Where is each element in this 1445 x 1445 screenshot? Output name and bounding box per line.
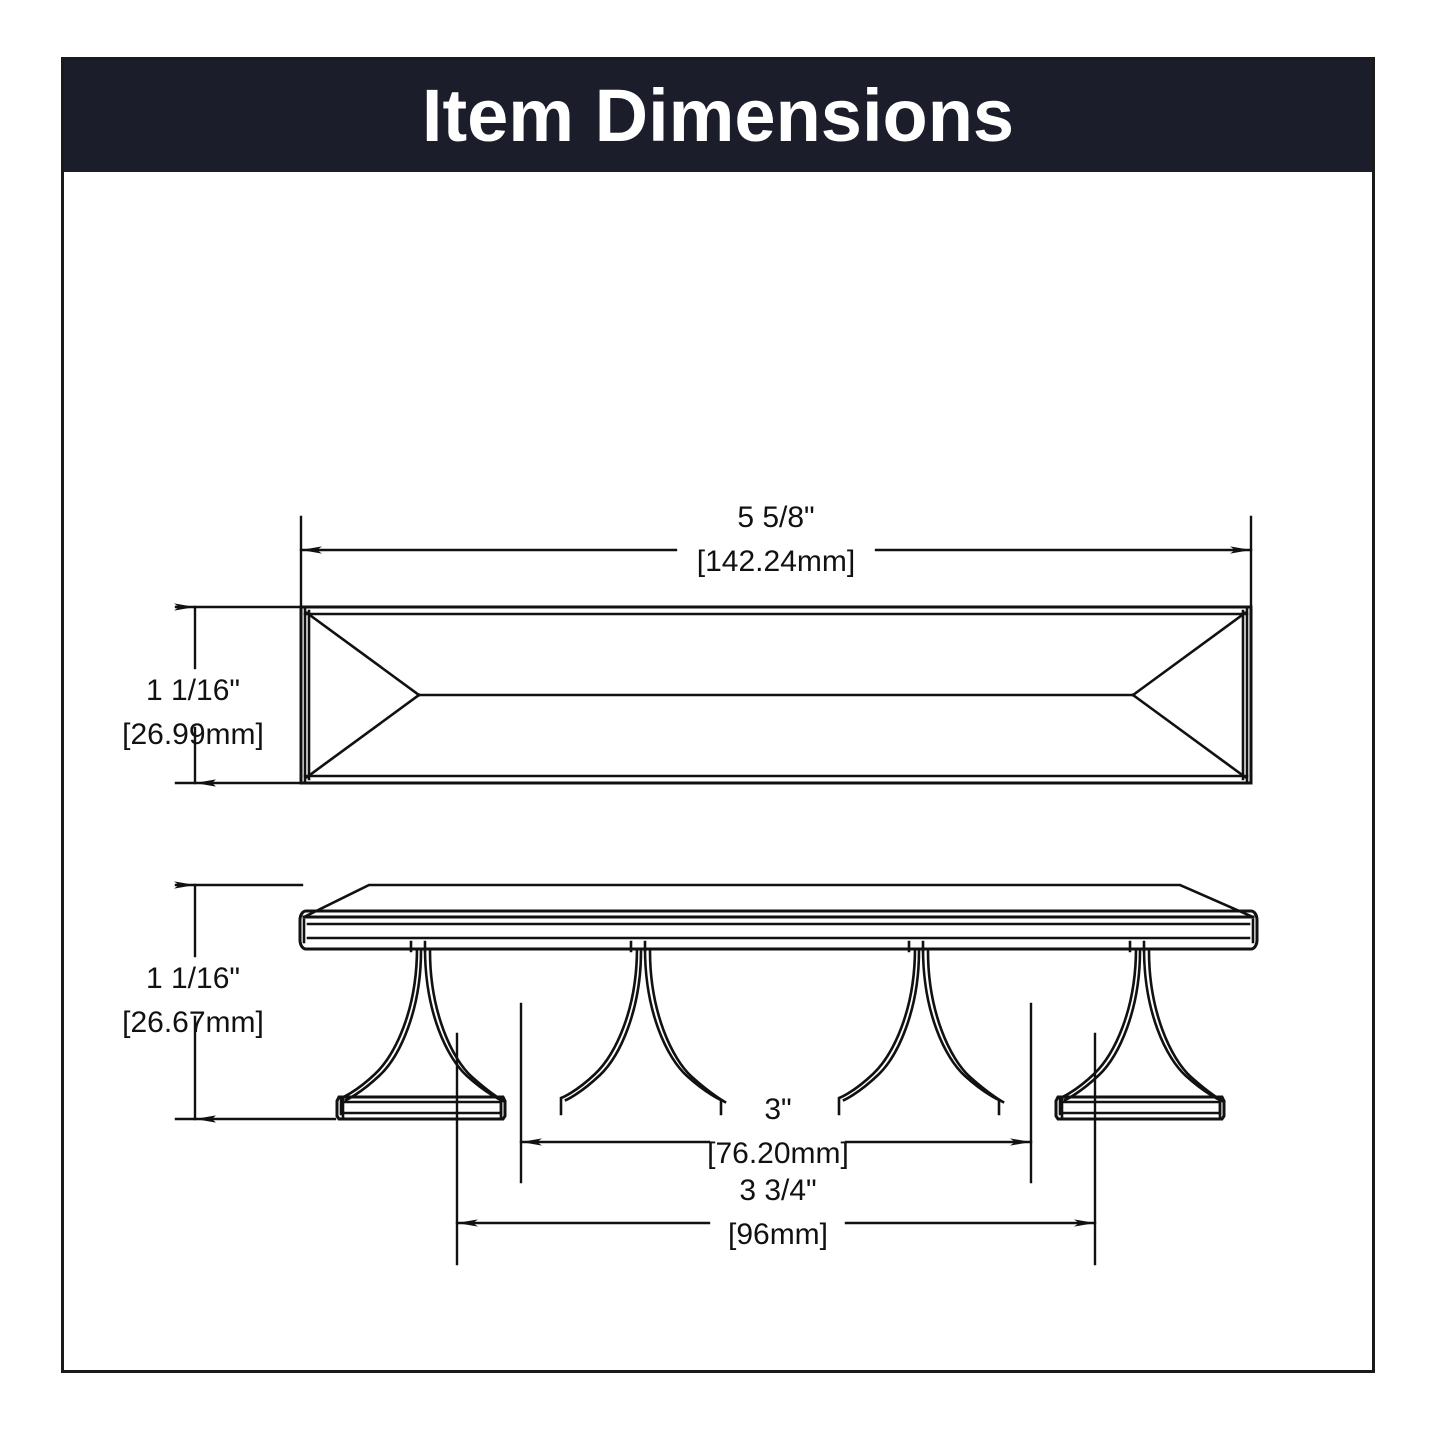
side-view-geometry xyxy=(298,883,1259,1121)
page-title: Item Dimensions xyxy=(421,74,1015,157)
technical-drawing-svg: 5 5/8" [142.24mm] 1 1/16" [26.99mm] 1 1/… xyxy=(122,501,1259,1266)
overall-length-metric: [142.24mm] xyxy=(697,545,855,578)
outer-center-to-center-inches: 3 3/4" xyxy=(739,1174,816,1207)
front-view-geometry xyxy=(299,605,1253,785)
center-to-center-metric: [76.20mm] xyxy=(707,1137,849,1170)
dimension-overall-length xyxy=(299,515,1253,611)
title-bar: Item Dimensions xyxy=(64,60,1372,172)
face-height-inches: 1 1/16" xyxy=(146,674,240,707)
profile-height-metric: [26.67mm] xyxy=(122,1006,264,1039)
dimension-outer-center-to-center xyxy=(455,1032,1097,1266)
overall-length-inches: 5 5/8" xyxy=(737,501,814,534)
dimension-face-height xyxy=(174,603,306,787)
center-to-center-inches: 3" xyxy=(764,1093,791,1126)
drawing-frame: Item Dimensions xyxy=(61,57,1375,1373)
dimension-profile-height xyxy=(174,881,337,1123)
face-height-metric: [26.99mm] xyxy=(122,718,264,751)
profile-height-inches: 1 1/16" xyxy=(146,962,240,995)
technical-drawing-area: 5 5/8" [142.24mm] 1 1/16" [26.99mm] 1 1/… xyxy=(64,172,1372,1370)
dimension-center-to-center xyxy=(519,1002,1033,1184)
outer-center-to-center-metric: [96mm] xyxy=(728,1218,828,1251)
